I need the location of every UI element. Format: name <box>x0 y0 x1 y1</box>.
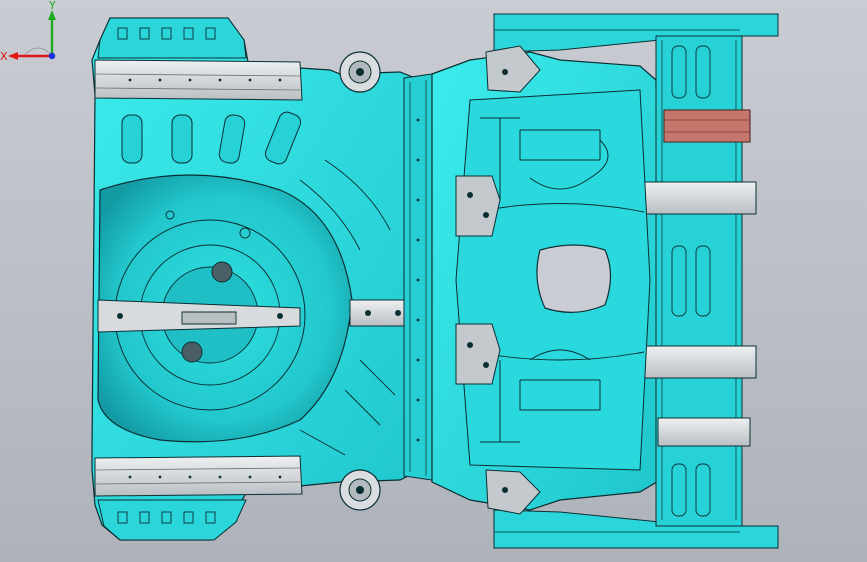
upper-shock-mount[interactable] <box>339 51 381 93</box>
tunnel-brackets[interactable] <box>455 45 541 515</box>
serpentine-beads <box>480 117 609 443</box>
seat-crossmember-reinforcement[interactable] <box>663 109 751 143</box>
lower-shock-mount[interactable] <box>339 469 381 511</box>
bottom-edge-flange <box>97 499 247 541</box>
spare-wheel-strap[interactable] <box>97 299 301 333</box>
y-axis-arrowhead <box>48 10 56 20</box>
y-axis-label: Y <box>48 0 56 12</box>
diagonal-beads <box>299 159 396 456</box>
tunnel-bracket-holes <box>467 69 508 493</box>
seat-mount-brackets[interactable] <box>643 181 757 447</box>
x-axis-label: X <box>0 50 8 63</box>
x-axis-arrowhead <box>8 52 18 60</box>
top-edge-flange <box>97 17 247 59</box>
rear-cross-member[interactable] <box>403 73 433 481</box>
stiffening-pockets-upper <box>121 111 302 165</box>
z-axis-dot <box>48 52 56 60</box>
upper-left-rail[interactable] <box>94 59 303 101</box>
tunnel-access-hole[interactable] <box>536 244 612 313</box>
weld-spots <box>128 78 420 479</box>
coordinate-triad: Y X <box>0 0 56 63</box>
lower-left-rail[interactable] <box>94 455 303 497</box>
